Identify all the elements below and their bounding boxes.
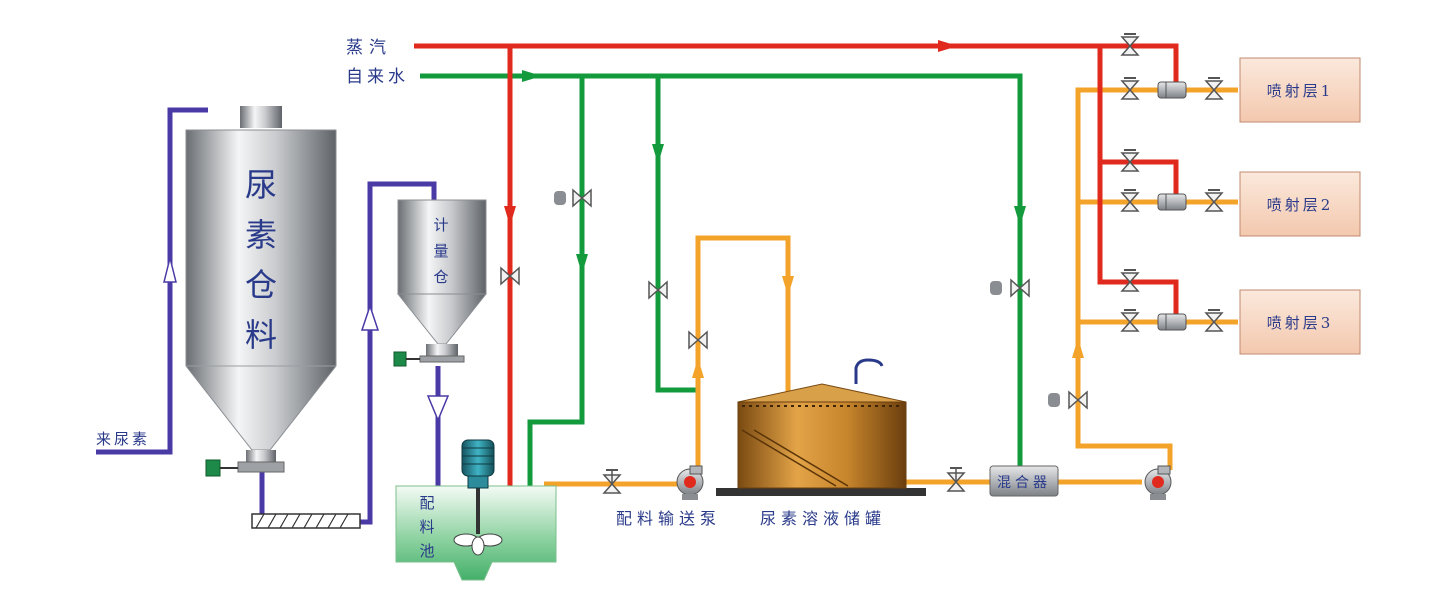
flow-arrow-icon: [652, 144, 664, 164]
water-label: 自来水: [346, 67, 409, 87]
silo-label-3: 仓: [245, 266, 277, 304]
mixer-label: 混合器: [997, 475, 1051, 491]
nozzle-icon: [1157, 81, 1187, 99]
meter-bin-label-3: 仓: [433, 268, 448, 286]
silo-label-4: 料: [245, 316, 277, 354]
valve-icon[interactable]: [1204, 77, 1224, 100]
valve-icon[interactable]: [1204, 309, 1224, 332]
screw-conveyor-icon: [251, 513, 361, 529]
flow-arrow-icon: [522, 70, 542, 82]
valve-icon[interactable]: [602, 469, 622, 494]
spray-layer-2-box: [1239, 171, 1361, 237]
spray-layer-1-box: [1239, 57, 1361, 123]
valve-icon[interactable]: [946, 467, 966, 492]
injectors: [1157, 81, 1187, 331]
nozzle-icon: [1157, 193, 1187, 211]
flow-arrow-icon: [360, 303, 380, 331]
spray-layers: [1239, 57, 1361, 355]
valve-icon[interactable]: [990, 278, 1030, 298]
storage-tank-label: 尿素溶液储罐: [760, 509, 886, 528]
pump-to-tank-pipe: [695, 235, 791, 470]
metering-bin: [393, 199, 488, 367]
labels: 蒸汽 自来水 来尿素 尿 素 仓 料 计 量 仓 配 料 池 配料输送泵 尿素溶…: [96, 38, 1334, 560]
flow-arrow-icon: [1014, 206, 1026, 226]
mix-pool-label-1: 配: [419, 494, 434, 512]
meter-bin-label-2: 量: [433, 242, 448, 260]
water-main-pipe: [420, 73, 1023, 470]
storage-tank: [716, 358, 926, 496]
urea-inlet-label: 来尿素: [96, 430, 150, 448]
flow-arrow-icon: [782, 276, 794, 296]
flow-arrows: [163, 40, 1084, 422]
valve-icon[interactable]: [1120, 149, 1140, 172]
valve-icon[interactable]: [1120, 33, 1140, 56]
pump-riser-pipe: [1075, 87, 1238, 470]
spray-layer-3-box: [1239, 289, 1361, 355]
valve-icon[interactable]: [1048, 390, 1088, 410]
steam-branch-2: [1100, 159, 1179, 202]
spray-layer-3-label: 喷射层3: [1267, 314, 1334, 332]
pump-icon[interactable]: [1144, 465, 1172, 500]
flow-arrow-icon: [938, 40, 958, 52]
spray-layer-2-label: 喷射层2: [1267, 196, 1334, 214]
transfer-pump-label: 配料输送泵: [616, 509, 721, 528]
flow-arrow-icon: [163, 257, 177, 283]
valve-icon[interactable]: [554, 188, 592, 208]
urea-silo: [185, 106, 337, 477]
valve-icon[interactable]: [688, 330, 708, 350]
steam-lines: [414, 43, 1179, 552]
steam-label: 蒸汽: [346, 38, 392, 58]
valve-icon[interactable]: [500, 266, 520, 286]
flow-arrow-icon: [576, 254, 588, 274]
flow-arrow-icon: [692, 358, 704, 378]
flow-arrow-icon: [504, 206, 516, 226]
pump-icon[interactable]: [676, 465, 704, 500]
steam-main-pipe: [414, 43, 1179, 90]
valve-icon[interactable]: [648, 280, 668, 300]
valve-icon[interactable]: [1120, 77, 1140, 100]
valve-icon[interactable]: [1120, 269, 1140, 292]
silo-label-1: 尿: [245, 166, 277, 204]
agitator-icon: [453, 439, 503, 556]
water-to-solution-pipe: [655, 76, 700, 393]
mix-pool-label-3: 池: [419, 542, 434, 560]
nozzle-icon: [1157, 313, 1187, 331]
flow-arrow-icon: [1072, 338, 1084, 358]
valve-icon[interactable]: [1204, 189, 1224, 212]
mix-pool-label-2: 料: [419, 518, 434, 536]
silo-label-2: 素: [245, 216, 277, 254]
mixer: [989, 465, 1059, 497]
meter-bin-label-1: 计: [433, 216, 448, 234]
flow-arrow-icon: [426, 395, 450, 422]
valve-icon[interactable]: [1120, 309, 1140, 332]
water-to-pool-pipe: [527, 76, 585, 488]
valve-icon[interactable]: [1120, 189, 1140, 212]
spray-layer-1-label: 喷射层1: [1267, 82, 1334, 100]
water-lines: [420, 73, 1023, 488]
valves: [500, 33, 1224, 494]
